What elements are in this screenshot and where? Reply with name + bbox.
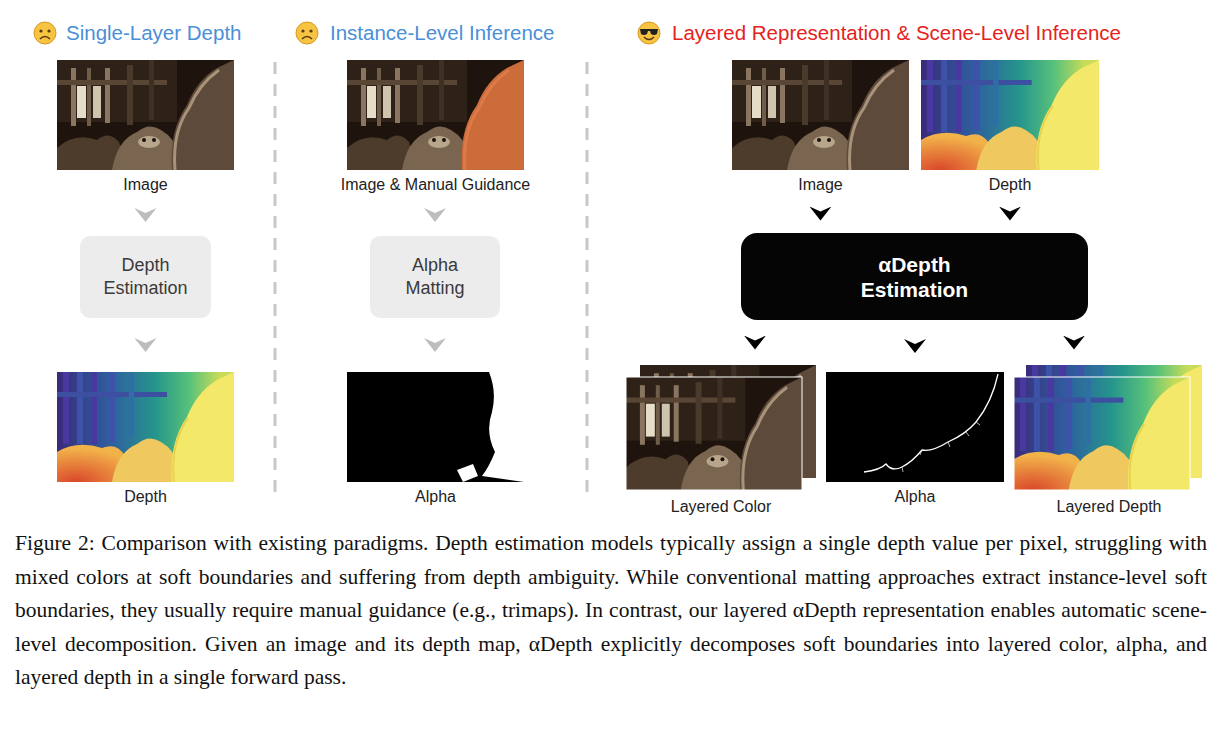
flow-arrow [145,196,147,234]
panel-caption: Depth [55,487,236,506]
process-box: αDepth Estimation [741,233,1088,320]
figure-caption: Figure 2: Comparison with existing parad… [15,527,1207,695]
paradigm-heading: Instance-Level Inference [330,21,555,45]
panel-caption: Alpha [345,487,526,506]
panel-caption: Alpha [824,487,1006,506]
box-label: αDepth Estimation [850,252,980,302]
panel-caption: Layered Color [624,497,818,516]
panel-caption: Depth [919,175,1101,194]
flow-arrow [914,322,916,370]
image-panel: Image & Manual Guidance [325,60,546,194]
image-panel: Image [55,60,236,194]
box-label: Alpha Matting [385,254,485,300]
image-panel: Image [730,60,911,194]
image-picture [57,60,1202,490]
image-panel: Layered Color [624,365,818,516]
panel-caption: Image [55,175,236,194]
panel-caption: Layered Depth [1012,497,1206,516]
flow-arrow [820,196,822,231]
image-panel: Depth [55,372,236,506]
image-panel: Depth [919,60,1101,194]
panel-caption: Image [730,175,911,194]
paradigm-heading: Single-Layer Depth [66,21,242,45]
paradigm-heading: Layered Representation & Scene-Level Inf… [672,21,1121,45]
box-label: Depth Estimation [96,254,196,300]
flow-arrow [1073,322,1075,363]
flow-arrow [1009,196,1011,231]
image-panel: Alpha [824,372,1006,506]
flow-arrow [145,320,147,370]
flow-arrow [434,320,436,370]
process-box: Depth Estimation [80,236,211,318]
process-box: Alpha Matting [370,236,500,318]
panel-caption: Image & Manual Guidance [325,175,546,194]
image-panel: Layered Depth [1012,365,1206,516]
flow-arrow [434,196,436,234]
image-panel: Alpha [345,372,526,506]
flow-arrow [754,322,756,363]
emoji-icon [34,22,660,44]
